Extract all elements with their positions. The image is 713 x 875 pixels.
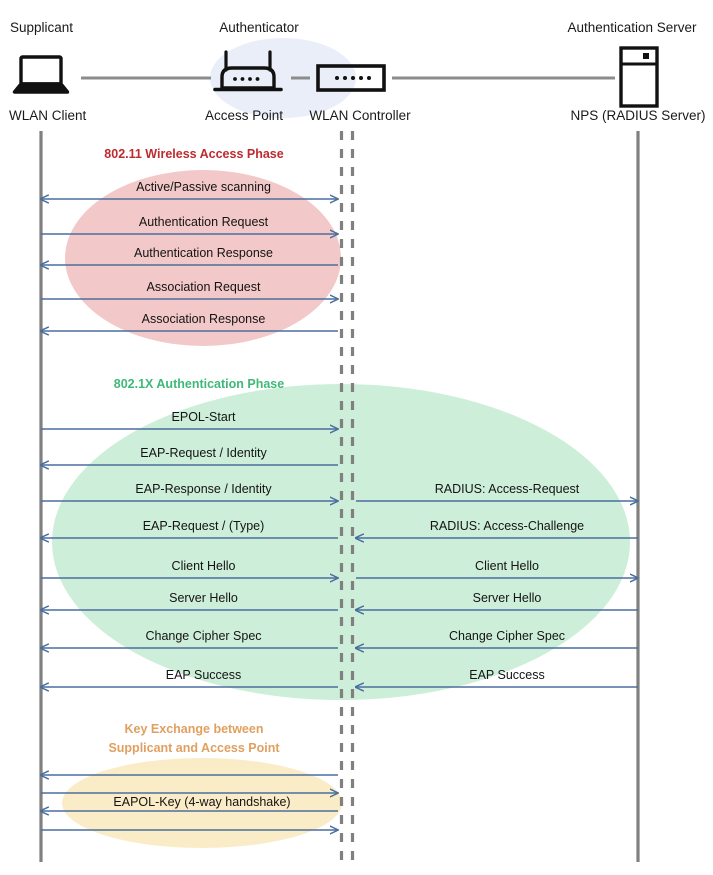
message-label-left-4: Association Response — [141, 312, 266, 326]
access-point-icon — [213, 50, 283, 92]
message-label-right-1: RADIUS: Access-Challenge — [429, 519, 585, 533]
message-label-right-2: Client Hello — [475, 559, 539, 573]
message-label-left-2: Authentication Response — [134, 246, 273, 260]
node-label-wlan-controller: WLAN Controller — [309, 108, 411, 123]
phase-label-key-exchange-line1: Key Exchange between — [124, 722, 264, 736]
message-arrows — [41, 199, 638, 830]
phase-label-80211: 802.11 Wireless Access Phase — [104, 147, 284, 161]
message-label-left-7: EAP-Response / Identity — [135, 482, 272, 496]
message-label-left-3: Association Request — [146, 280, 261, 294]
message-label-right-4: Change Cipher Spec — [448, 629, 566, 643]
role-title-supplicant: Supplicant — [10, 20, 74, 35]
node-label-wlan-client: WLAN Client — [9, 108, 87, 123]
message-label-left-5: EPOL-Start — [171, 410, 236, 424]
message-label-left-11: Change Cipher Spec — [145, 629, 262, 643]
message-label-left-12: EAP Success — [165, 668, 242, 682]
message-label-right-0: RADIUS: Access-Request — [434, 482, 580, 496]
message-label-left-6: EAP-Request / Identity — [140, 446, 267, 460]
phase-label-key-exchange-line2: Supplicant and Access Point — [108, 741, 280, 755]
message-label-right-5: EAP Success — [469, 668, 545, 682]
authenticator-highlight-ellipse — [210, 38, 356, 118]
message-label-eapol-key: EAPOL-Key (4-way handshake) — [113, 795, 291, 809]
role-title-auth-server: Authentication Server — [567, 20, 697, 35]
message-label-left-8: EAP-Request / (Type) — [142, 519, 265, 533]
phase-80211-ellipse — [65, 170, 341, 346]
role-title-authenticator: Authenticator — [219, 20, 299, 35]
message-label-right-3: Server Hello — [472, 591, 542, 605]
node-label-access-point: Access Point — [204, 108, 284, 123]
server-icon — [619, 46, 659, 108]
message-label-left-0: Active/Passive scanning — [136, 180, 271, 194]
message-label-left-10: Server Hello — [169, 591, 238, 605]
phase-label-8021x: 802.1X Authentication Phase — [113, 377, 285, 391]
message-label-left-1: Authentication Request — [138, 215, 269, 229]
phase-key-ellipse — [62, 758, 342, 848]
laptop-icon — [12, 55, 70, 94]
phase-8021x-ellipse — [52, 384, 630, 700]
wlan-controller-icon — [316, 64, 386, 92]
message-label-left-9: Client Hello — [171, 559, 236, 573]
node-label-nps-radius: NPS (RADIUS Server) — [570, 108, 706, 123]
